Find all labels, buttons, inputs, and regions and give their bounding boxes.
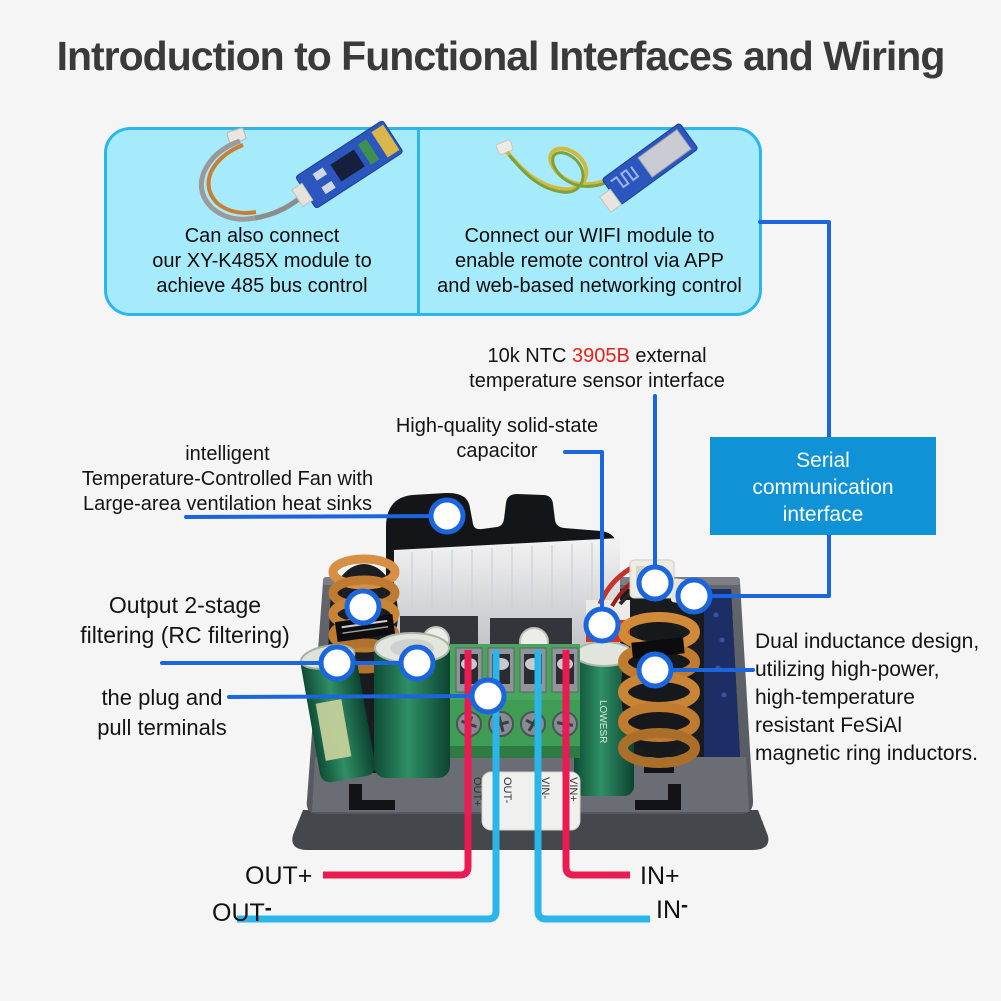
out-plus-label: OUT+ [245, 862, 313, 890]
marker-fan [428, 497, 466, 535]
dual-line: magnetic ring inductors. [755, 742, 978, 765]
dual-inductance-label: Dual inductance design, utilizing high-p… [755, 628, 1001, 768]
wifi-text: Connect our WIFI module to enable remote… [420, 224, 759, 299]
output-filter-capacitors: LOWESR [300, 632, 634, 796]
rs485-panel-cell: Can also connect our XY-K485X module to … [107, 130, 417, 313]
ntc-line1: 10k NTC 3905B external [432, 344, 762, 369]
marker-cap-mid [398, 644, 436, 682]
fan-line: intelligent [185, 443, 270, 465]
rs485-line: our XY-K485X module to [152, 250, 372, 272]
in-minus-label: IN- [656, 892, 689, 925]
sticker-label: VIN+ [567, 777, 579, 802]
ntc-suffix: external [629, 345, 707, 367]
callout-line-fan [184, 514, 449, 519]
wire-out-plus [323, 650, 472, 879]
in-minus-base: IN [656, 896, 681, 924]
wire-in-minus [534, 650, 650, 923]
plug-terminals-label: the plug and pull terminals [47, 683, 277, 743]
filtering-line: filtering (RC filtering) [80, 622, 290, 648]
marker-left-inductor [344, 588, 382, 626]
marker-terminal [469, 677, 507, 715]
panel-divider [417, 130, 420, 313]
ntc-sensor-label: 10k NTC 3905B external temperature senso… [432, 344, 762, 394]
ntc-line2: temperature sensor interface [469, 370, 725, 392]
rs485-text: Can also connect our XY-K485X module to … [107, 224, 417, 299]
filtering-line: Output 2-stage [108, 592, 262, 618]
sticker-label: OUT+ [471, 777, 483, 807]
temperature-fan-label: intelligent Temperature-Controlled Fan w… [45, 442, 410, 517]
sticker-label: VIN- [539, 777, 551, 799]
plug-line: the plug and [101, 685, 223, 710]
fan-line: Temperature-Controlled Fan with [81, 468, 374, 490]
wire-in-plus [562, 650, 630, 879]
rs485-line: Can also connect [184, 225, 340, 247]
rs485-line: achieve 485 bus control [156, 275, 368, 297]
right-inductor [618, 612, 700, 768]
plug-line: pull terminals [97, 715, 227, 740]
out-minus-label: OUT- [212, 895, 272, 928]
serial-line: communication [752, 476, 894, 499]
ntc-part-number: 3905B [571, 345, 630, 367]
fan-line: Large-area ventilation heat sinks [82, 493, 373, 515]
out-minus-base: OUT [212, 899, 265, 927]
output-filtering-label: Output 2-stage filtering (RC filtering) [35, 590, 335, 650]
wifi-module-photo [495, 123, 698, 213]
dual-line: Dual inductance design, [755, 630, 980, 653]
serial-communication-box: Serial communication interface [710, 437, 936, 535]
marker-ntc-connector [636, 564, 674, 602]
sticker-label: OUT- [501, 777, 513, 804]
terminal-sticker: OUT+ OUT- VIN- VIN+ [471, 771, 581, 831]
marker-serial-connector [675, 577, 713, 615]
ntc-prefix: 10k NTC [487, 345, 572, 367]
svg-text:LOWESR: LOWESR [597, 700, 608, 743]
serial-line: Serial [796, 449, 850, 472]
wifi-line: enable remote control via APP [454, 250, 725, 272]
wifi-panel-cell: Connect our WIFI module to enable remote… [420, 130, 759, 313]
out-minus-sign: - [264, 895, 272, 920]
marker-right-inductor [636, 651, 674, 689]
xy-k485x-module-photo [198, 120, 403, 222]
solid-state-capacitor-label: High-quality solid-state capacitor [362, 414, 632, 464]
callout-line-serial [707, 220, 831, 598]
dual-line: utilizing high-power, [755, 658, 940, 681]
marker-cap-left [318, 644, 356, 682]
wire-out-minus [237, 650, 500, 923]
callout-line-plug [227, 694, 490, 699]
dual-line: resistant FeSiAl [755, 714, 903, 737]
in-plus-label: IN+ [640, 862, 680, 890]
marker-solid-state [583, 606, 621, 644]
callout-line-solid-state [563, 450, 604, 627]
dual-line: high-temperature [755, 686, 915, 709]
serial-line: interface [782, 503, 864, 526]
page-title: Introduction to Functional Interfaces an… [56, 33, 946, 79]
solid-line: capacitor [456, 440, 538, 462]
wifi-line: Connect our WIFI module to [464, 225, 715, 247]
solid-line: High-quality solid-state [395, 415, 599, 437]
wifi-line: and web-based networking control [437, 275, 742, 297]
in-minus-sign: - [681, 892, 689, 917]
